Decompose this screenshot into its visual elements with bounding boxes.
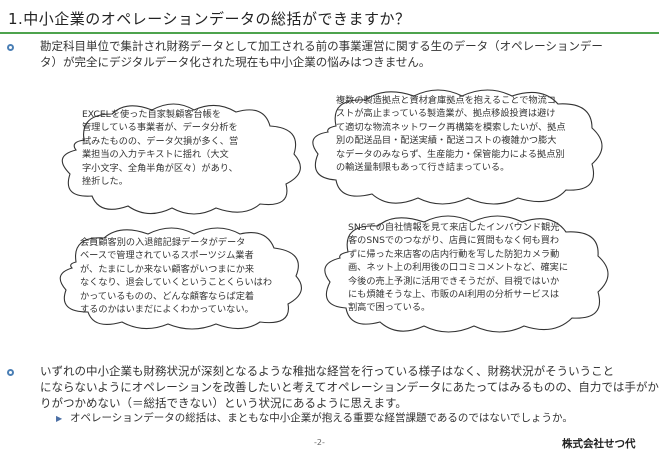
cloud-1-line: 挫折した。 [82, 176, 128, 188]
cloud-4-line: ずに帰った来店客の店内行動を写した防犯カメラ動 [348, 248, 560, 260]
cloud-3-line: 会員顧客別の入退館記録データがデータ [80, 237, 246, 248]
conclusion-line-3: りがつかめない（＝総括できない）という状況にあるように思えます。 [40, 396, 407, 410]
triangle-bullet-icon: ▶ [56, 414, 63, 423]
company-name: 株式会社せつ代 [562, 438, 636, 450]
cloud-4-line: SNSでの自社情報を見て来店したインバウンド観光 [348, 222, 560, 233]
cloud-4-line: 画、ネット上の利用後の口コミコメントなど、確実に [348, 262, 569, 274]
cloud-4-line: 客のSNSでのつながり、店員に質問もなく何も買わ [348, 235, 560, 247]
cloud-3-line: するのかはいまだによくわかっていない。 [80, 304, 254, 316]
cloud-3-line: かっているものの、どんな顧客ならば定着 [80, 290, 255, 302]
cloud-2-line: 別の配送品目・配送実績・配送コストの複雑かつ膨大 [336, 135, 557, 147]
cloud-2-line: て適切な物流ネットワーク再構築を模索したいが、拠点 [336, 121, 566, 133]
intro-line-2: タ）が完全にデジタルデータ化された現在も中小企業の悩みはつきません。 [40, 55, 431, 69]
intro-paragraph: 勘定科目単位で集計され財務データとして加工される前の事業運営に関する生のデータ（… [40, 38, 603, 70]
conclusion-line-2: にならないようにオペレーションを改善したいと考えてオペレーションデータにあたって… [40, 380, 659, 394]
ring-bullet-icon [7, 369, 14, 376]
cloud-1-line: 試みたものの、データ欠損が多く、営 [82, 135, 239, 147]
cloud-2-line: ストが高止まっている製造業が、拠点移設投資は避け [336, 108, 556, 120]
cloud-1-line: EXCELを使った自家製顧客台帳を [82, 109, 222, 120]
cloud-callout-4: SNSでの自社情報を見て来店したインバウンド観光 客のSNSでのつながり、店員に… [322, 214, 614, 336]
cloud-2-line: の輸送量制限もあって行き詰まっている。 [336, 162, 510, 174]
page-title: 1.中小企業のオペレーションデータの総括ができますか？ [8, 10, 411, 28]
cloud-4-line: にも煩雑そうな上、市販のAI利用の分析サービスは [348, 289, 560, 301]
intro-line-1: 勘定科目単位で集計され財務データとして加工される前の事業運営に関する生のデータ（… [40, 39, 603, 53]
cloud-3-line: が、たまにしか来ない顧客がいつまにか来 [80, 263, 255, 275]
conclusion-paragraph: いずれの中小企業も財務状況が深刻となるような稚拙な経営を行っている様子はなく、財… [40, 363, 659, 411]
cloud-3-line: なくなり、退会していくということくらいはわ [80, 277, 273, 289]
cloud-1-line: 字小文字、全角半角が区々）があり、 [82, 162, 238, 174]
cloud-4-line: 今後の売上予測に活用できそうだが、目視ではいか [348, 275, 560, 287]
conclusion-sub-point: オペレーションデータの総括は、まともな中小企業が抱える重要な経営課題であるのでは… [70, 412, 573, 424]
cloud-callout-2: 複数の製造拠点と資材倉庫拠点を抱えることで物流コ ストが高止まっている製造業が、… [310, 88, 610, 208]
title-divider [0, 32, 659, 34]
cloud-1-line: 管理している事業者が、データ分析を [82, 122, 238, 134]
cloud-3-line: ベースで管理されているスポーツジム業者 [80, 250, 254, 262]
cloud-callout-3: 会員顧客別の入退館記録データがデータ ベースで管理されているスポーツジム業者 が… [52, 226, 308, 332]
cloud-1-line: 業担当の入力テキストに揺れ（大文 [82, 149, 229, 161]
cloud-4-line: 割高で困っている。 [348, 302, 431, 314]
ring-bullet-icon [7, 44, 14, 51]
cloud-2-line: 複数の製造拠点と資材倉庫拠点を抱えることで物流コ [336, 95, 556, 106]
cloud-2-line: なデータのみならず、生産能力・保管能力による拠点別 [336, 148, 565, 160]
conclusion-line-1: いずれの中小企業も財務状況が深刻となるような稚拙な経営を行っている様子はなく、財… [40, 364, 615, 378]
page-number: -2- [314, 438, 325, 447]
cloud-callout-1: EXCELを使った自家製顧客台帳を 管理している事業者が、データ分析を 試みたも… [56, 100, 310, 218]
